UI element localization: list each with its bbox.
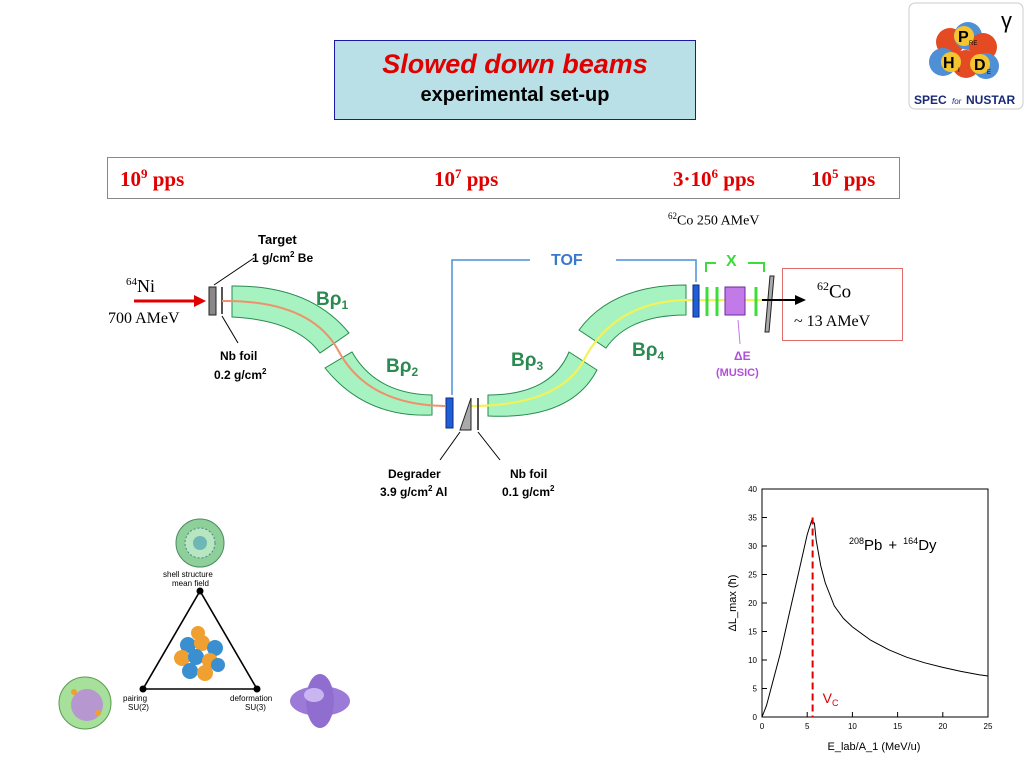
dipole-2 [324,351,433,416]
triangle-vertex-left [139,685,147,693]
triangle-edges [141,589,259,690]
triangle-vertex-top [196,587,204,595]
beam-out-energy: ~ 13 AMeV [794,313,871,330]
dipole-4-label: Bρ4 [632,340,664,363]
x-tick-label: 10 [848,722,857,731]
x-tick-label: 15 [893,722,902,731]
logo-letter-p: P [958,29,969,46]
nucleus-cluster-image [174,626,225,681]
logo-letter-i: I [958,68,960,74]
logo-gamma: γ [1001,8,1012,33]
x-tick-label: 20 [938,722,947,731]
nb-foil-2-pointer [477,431,501,461]
y-tick-label: 25 [748,571,757,580]
logo-tagline-spec: SPEC [914,93,947,107]
rate-4: 105 pps [811,166,876,191]
y-tick-label: 15 [748,628,757,637]
logo-tagline-nustar: NUSTAR [966,93,1015,107]
degrader-thickness: 3.9 g/cm2 Al [380,484,447,499]
degrader-wedge [459,397,472,431]
tof-bracket-right [616,259,697,282]
prehispec-logo: P RE H I D E γ SPEC for NUSTAR [908,2,1024,110]
y-tick-label: 30 [748,542,757,551]
nb-foil-2-label: Nb foil [510,467,547,481]
beam-out-arrowhead [795,295,806,305]
degrader-detector [445,397,454,429]
dipole-2-label: Bρ2 [386,356,418,379]
co-energy-label: 62Co 250 AMeV [668,211,760,229]
beam-in-energy: 700 AMeV [108,310,180,327]
deformation-nucleus-image [290,674,350,728]
music-label: ΔE [734,349,751,363]
tof-stop-detector [692,284,700,318]
nb-foil-2-thickness: 0.1 g/cm2 [502,484,555,499]
target-pointer [213,257,255,286]
beam-in-label: 64Ni [126,276,155,296]
nb-foil-1-label: Nb foil [220,349,257,363]
music-pointer [737,319,741,345]
right-label-line2: SU(3) [245,703,266,712]
y-tick-label: 40 [748,485,757,494]
logo-letter-d: D [974,57,986,74]
tof-label: TOF [551,252,583,269]
music-sublabel: (MUSIC) [716,367,759,379]
series-line [761,519,989,718]
y-tick-label: 5 [753,685,758,694]
beam-out-label: 62Co [817,279,852,303]
top-label-line1: shell structure [163,570,213,579]
dipole-1-label: Bρ1 [316,289,348,312]
beam-out-box: 62Co ~ 13 AMeV [782,268,903,341]
logo-graphic: P RE H I D E γ SPEC for NUSTAR [908,2,1024,110]
nb-foil-1-thickness: 0.2 g/cm2 [214,367,267,382]
rate-1: 109 pps [120,166,185,191]
dipole-3 [487,351,598,417]
nb-foil-1-pointer [221,315,239,344]
target-label: Target [258,232,297,247]
top-label-line2: mean field [172,579,209,588]
title-subtitle: experimental set-up [420,84,610,106]
y-tick-label: 20 [748,599,757,608]
dipole-4 [578,284,687,349]
title-box: Slowed down beams experimental set-up [334,40,696,120]
y-axis-label: ΔL_max (ħ) [727,575,739,632]
title-main: Slowed down beams [382,49,648,79]
y-tick-label: 0 [753,713,758,722]
beam-path-yellow [469,298,762,408]
dipole-3-label: Bρ3 [511,350,543,373]
right-label-line1: deformation [230,694,272,703]
logo-letter-h: H [943,55,955,72]
reaction-label: 208Pb+164Dy [849,536,937,554]
beam-in-arrowhead [194,295,206,307]
logo-letter-e: E [987,70,991,76]
logo-tagline-for: for [952,97,962,106]
degrader-pointer [439,431,461,461]
degrader-label: Degrader [388,467,441,481]
music-chamber [724,286,746,316]
x-tick-label: 25 [984,722,993,731]
target-thickness: 1 g/cm2 Be [252,250,313,265]
triangle-vertex-right [253,685,261,693]
logo-letter-pre: RE [969,41,977,47]
x-tick-label: 0 [760,722,765,731]
x-bracket-right [748,262,765,272]
beam-path-red [221,299,446,407]
x-tick-label: 5 [805,722,810,731]
angular-momentum-chart: 0 5 10 15 20 25 30 35 40 0 5 10 15 20 25 VC 208Pb+164… [718,480,1008,760]
rate-3: 3·106 pps [673,166,755,191]
symmetry-triangle: shell structure mean field pairing SU(2)… [58,518,350,730]
final-degrader [764,275,775,333]
x-axis-label: E_lab/A_1 (MeV/u) [828,741,921,753]
rate-2: 107 pps [434,166,499,191]
target-element [208,286,217,316]
left-label-line2: SU(2) [128,703,149,712]
x-bracket-left [705,262,716,272]
tof-bracket-left [451,259,530,395]
coulomb-barrier-label: VC [823,690,839,708]
y-tick-label: 10 [748,656,757,665]
left-label-line1: pairing [123,694,147,703]
beam-rate-box: 109 pps 107 pps 3·106 pps 105 pps [107,157,900,199]
y-tick-label: 35 [748,514,757,523]
x-label: X [726,253,737,270]
